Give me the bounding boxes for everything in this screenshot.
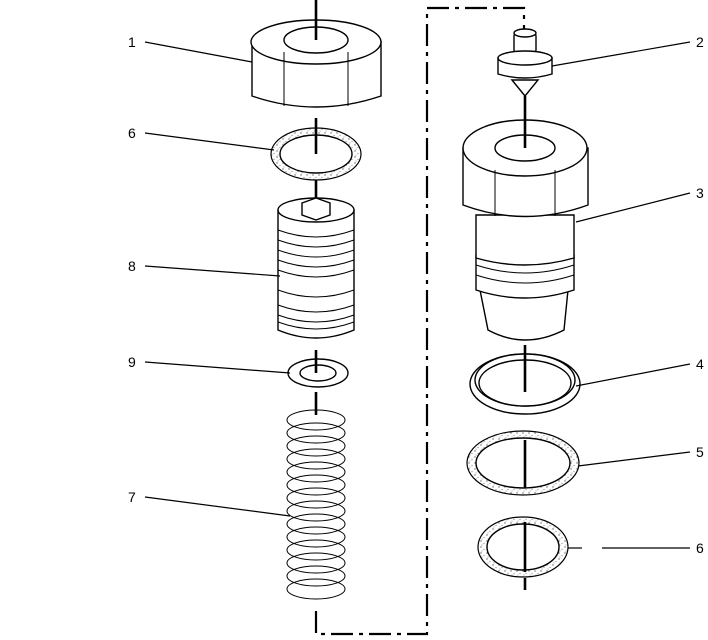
- part-2-valve-pin: [497, 28, 553, 98]
- callout-2: 2: [696, 34, 704, 50]
- part-9-washer: [287, 358, 349, 388]
- right-assembly: [462, 28, 589, 590]
- leader-lines: [144, 41, 691, 549]
- left-assembly: [250, 0, 382, 600]
- part-3-valve-body: [462, 119, 589, 341]
- callout-3: 3: [696, 185, 704, 201]
- callout-9: 9: [128, 354, 136, 370]
- part-8-threaded-plug: [277, 197, 355, 339]
- callout-labels: 1 6 8 9 7 2 3 4 5 6: [128, 34, 704, 556]
- callout-4: 4: [696, 356, 704, 372]
- part-7-spring: [286, 409, 346, 600]
- part-5-o-ring: [466, 430, 580, 496]
- dashed-connector-line: [314, 6, 526, 636]
- callout-1: 1: [128, 34, 136, 50]
- callout-6-lower: 6: [696, 540, 704, 556]
- part-6-lower-o-ring: [477, 516, 569, 578]
- callout-5: 5: [696, 444, 704, 460]
- part-1-nut: [250, 19, 382, 108]
- callout-6-upper: 6: [128, 125, 136, 141]
- callout-8: 8: [128, 258, 136, 274]
- callout-7: 7: [128, 489, 136, 505]
